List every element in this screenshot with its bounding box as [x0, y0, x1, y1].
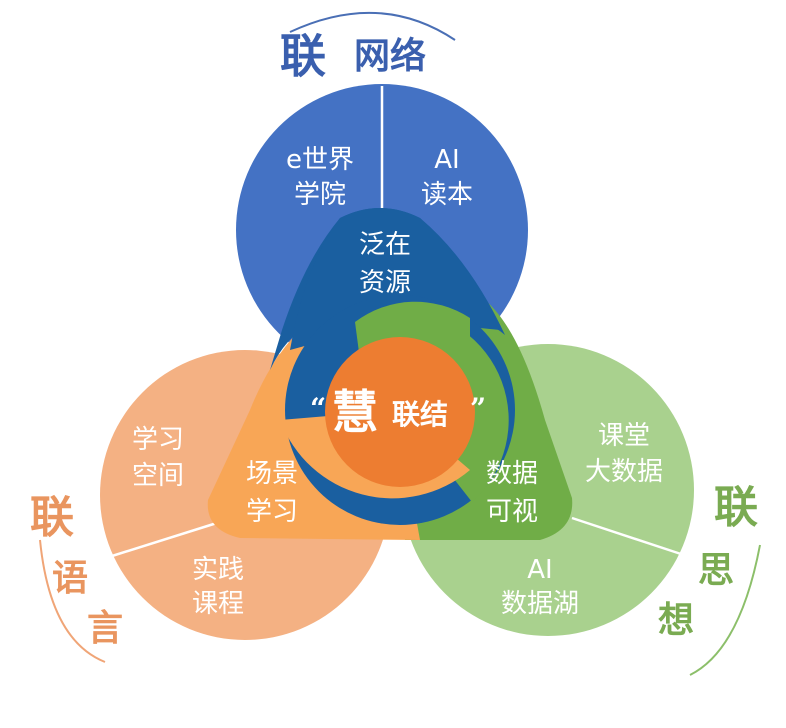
orange-top-label-1: 学习: [132, 425, 184, 455]
green-bottom-label-1: AI: [527, 555, 552, 585]
blue-left-label-1: e世界: [286, 145, 354, 175]
green-divider: [571, 516, 685, 557]
center-circle: [325, 337, 475, 487]
center-lianjie: 联结: [392, 398, 448, 431]
green-top-label-1: 课堂: [598, 421, 650, 451]
triangle-left-label-2: 学习: [246, 497, 298, 527]
triangle-right-label-1: 数据: [486, 459, 538, 489]
orange-divider: [111, 520, 221, 558]
right-title-third: 想: [658, 599, 694, 641]
blue-right-label-1: AI: [434, 145, 459, 175]
green-top-label-2: 大数据: [585, 457, 663, 487]
triangle-left-label-1: 场景: [246, 459, 298, 489]
center-close-quote: ”: [470, 392, 486, 425]
top-decor-arc: [289, 11, 456, 41]
right-decor-arc: [689, 544, 761, 676]
orange-bottom-label-2: 课程: [192, 589, 244, 619]
right-title-first: 联: [714, 482, 758, 533]
left-title-first: 联: [30, 492, 74, 543]
triangle-top-label-1: 泛在: [359, 230, 411, 260]
left-title-second: 语: [52, 557, 88, 599]
left-decor-arc: [39, 539, 106, 663]
blue-right-label-2: 读本: [421, 180, 473, 210]
orange-bottom-label-1: 实践: [192, 555, 244, 585]
center-hui: 慧: [332, 385, 378, 439]
orange-top-label-2: 空间: [132, 461, 184, 491]
triangle-top-label-2: 资源: [359, 268, 411, 298]
top-title-rest: 网络: [354, 35, 426, 77]
green-bottom-label-2: 数据湖: [501, 589, 579, 619]
triangle-right-label-2: 可视: [486, 497, 538, 527]
blue-left-label-2: 学院: [294, 180, 346, 210]
right-title-second: 思: [698, 549, 734, 591]
top-title-first: 联: [280, 29, 326, 83]
center-open-quote: “: [310, 392, 326, 425]
left-title-third: 言: [87, 607, 123, 649]
